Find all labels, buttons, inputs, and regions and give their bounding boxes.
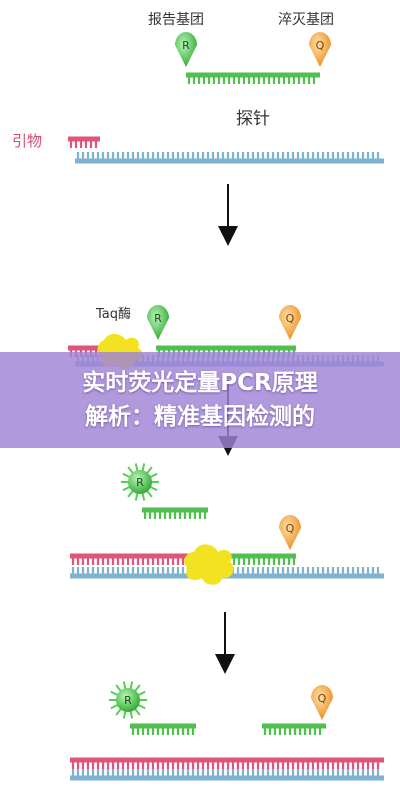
quencher-pin-head — [309, 32, 331, 67]
template-strand-backbone — [75, 158, 384, 164]
reporter-burst-core — [128, 470, 152, 494]
reporter-burst-ray — [146, 489, 153, 498]
cleaved-probe-fragment-stage3 — [142, 507, 208, 519]
cleaved-probe-fragment-left-stage4 — [130, 723, 196, 735]
reporter-burst-stage4: R — [109, 681, 147, 719]
probe-strand-stage1 — [186, 72, 320, 84]
reporter-burst-ray — [149, 485, 158, 492]
reporter-burst-ray — [110, 690, 119, 697]
reporter-burst-core — [116, 688, 140, 712]
reporter-pin-letter: R — [154, 312, 162, 325]
quencher-pin-stage4: Q — [311, 685, 333, 720]
quencher-pin-stage3: Q — [279, 515, 301, 550]
reporter-pin-stage2: R — [147, 305, 169, 340]
quencher-pin-letter: Q — [318, 692, 327, 705]
reporter-pin-letter: R — [182, 39, 190, 52]
primer-strand-backbone — [70, 757, 384, 763]
overlay-title-line-1: 实时荧光定量PCR原理 — [82, 370, 318, 396]
reporter-burst-ray — [134, 707, 141, 716]
probe-strand-backbone — [206, 553, 296, 559]
reporter-burst-ray — [122, 710, 127, 719]
cleaved-probe-fragment-backbone — [262, 723, 326, 729]
quencher-pin-letter: Q — [286, 522, 295, 535]
reporter-pin-stage1: R — [175, 32, 197, 67]
reporter-pin-head — [147, 305, 169, 340]
primer-strand-backbone — [68, 136, 100, 142]
reporter-burst-ray — [134, 684, 141, 693]
reporter-burst-ray — [141, 492, 146, 501]
reporter-burst-ray — [129, 681, 134, 690]
reporter-burst-ray — [137, 703, 146, 710]
quencher-pin-stage2: Q — [279, 305, 301, 340]
reporter-burst-ray — [110, 703, 119, 710]
reporter-burst-ray — [122, 485, 131, 492]
quencher-pin-letter: Q — [286, 312, 295, 325]
primer-strand-backbone — [70, 553, 206, 559]
primer-strand-backbone — [68, 345, 104, 351]
reporter-burst-ray — [137, 690, 146, 697]
quencher-pin-head — [279, 305, 301, 340]
reporter-burst-ray — [127, 489, 134, 498]
title-overlay-banner: 实时荧光定量PCR原理 解析：精准基因检测的 — [0, 352, 400, 448]
reporter-label: 报告基团 — [148, 11, 204, 28]
probe-strand-backbone — [186, 72, 320, 78]
reporter-burst-ray — [146, 466, 153, 475]
cleaved-probe-fragment-right-stage4 — [262, 723, 326, 735]
primer-strand-stage1 — [68, 136, 100, 148]
reporter-burst-letter: R — [136, 476, 144, 489]
probe-strand-backbone — [156, 345, 296, 351]
template-strand-backbone — [70, 775, 384, 781]
quencher-pin-stage1: Q — [309, 32, 331, 67]
probe-label: 探针 — [236, 109, 270, 129]
template-strand-stage4 — [70, 769, 384, 781]
reporter-burst-ray — [122, 472, 131, 479]
reporter-burst-ray — [149, 472, 158, 479]
reporter-burst-ray — [115, 684, 122, 693]
template-strand-stage1 — [75, 152, 384, 164]
reporter-burst-ray — [122, 681, 127, 690]
primer-strand-stage4 — [70, 757, 384, 769]
primer-label: 引物 — [12, 132, 42, 150]
quencher-pin-head — [279, 515, 301, 550]
quencher-pin-letter: Q — [316, 39, 325, 52]
reporter-burst-stage3: R — [121, 463, 159, 501]
overlay-title-line-2: 解析：精准基因检测的 — [85, 404, 315, 430]
cleaved-probe-fragment-backbone — [130, 723, 196, 729]
reporter-burst-ray — [127, 466, 134, 475]
reporter-burst-ray — [115, 707, 122, 716]
reporter-pin-head — [175, 32, 197, 67]
reporter-burst-ray — [129, 710, 134, 719]
cleaved-probe-fragment-backbone — [142, 507, 208, 513]
taq-enzyme-stage3 — [184, 544, 234, 585]
reporter-burst-letter: R — [124, 694, 132, 707]
quencher-pin-head — [311, 685, 333, 720]
quencher-label: 淬灭基团 — [278, 11, 334, 28]
reporter-burst-ray — [134, 492, 139, 501]
reporter-burst-ray — [134, 463, 139, 472]
taq-label: Taq酶 — [95, 306, 131, 322]
reporter-burst-ray — [141, 463, 146, 472]
